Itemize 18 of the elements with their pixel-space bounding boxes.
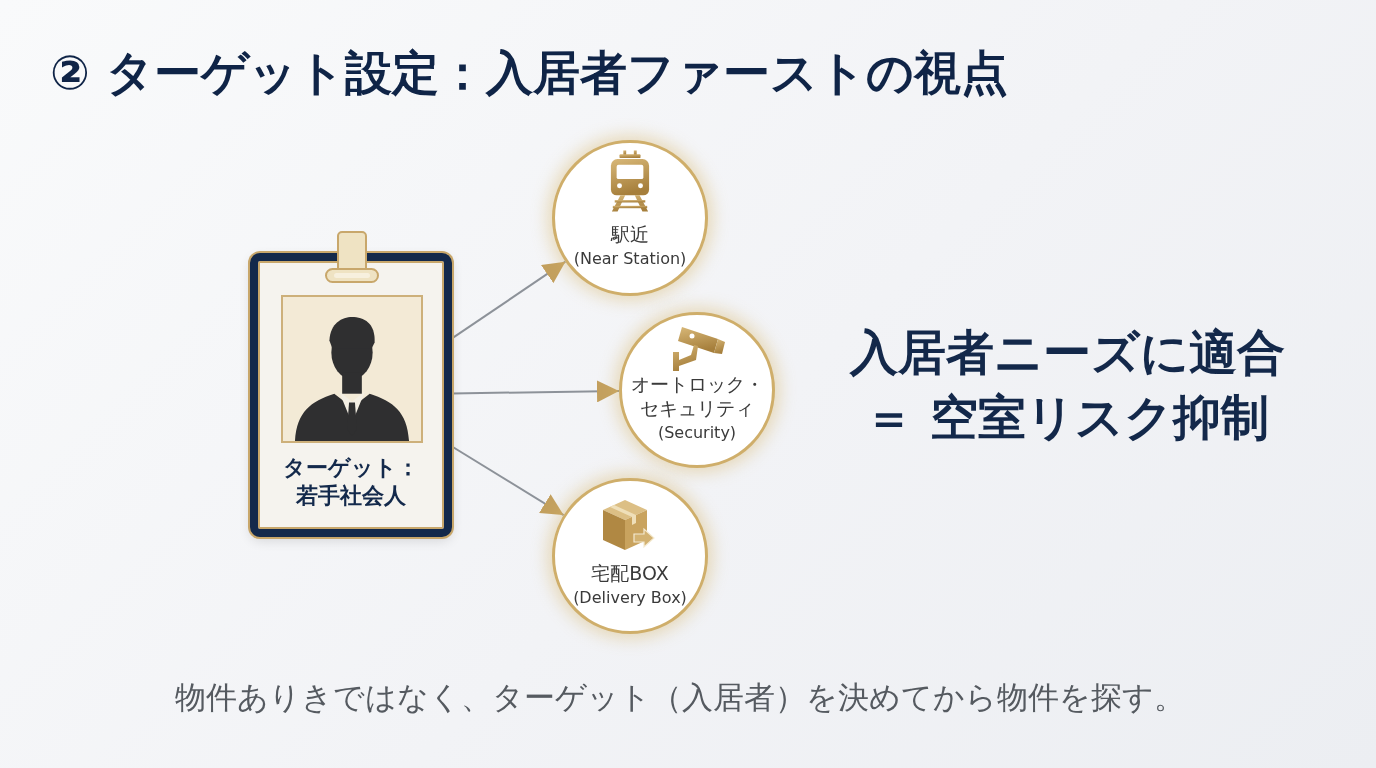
- arrow: [451, 380, 620, 403]
- feature-circle: [552, 478, 708, 634]
- arrow: [451, 260, 567, 340]
- feature-circle: [619, 312, 775, 468]
- feature-circle: [552, 140, 708, 296]
- arrow: [451, 445, 565, 517]
- feature-sublabel: (Near Station): [573, 248, 687, 269]
- feature-sublabel: (Delivery Box): [573, 587, 687, 608]
- badge-label: ターゲット：若手社会人: [282, 454, 420, 510]
- feature-label: 駅近: [609, 222, 650, 246]
- feature-label: 宅配BOX: [590, 561, 670, 585]
- highlight-text: ＝ 空室リスク抑制: [865, 388, 1269, 446]
- slide-title: ② ターゲット設定：入居者ファーストの視点: [50, 44, 1009, 102]
- feature-sublabel: (Security): [657, 422, 737, 443]
- highlight-text: 入居者ニーズに適合: [849, 323, 1285, 381]
- caption-text: 物件ありきではなく、ターゲット（入居者）を決めてから物件を探す。: [175, 678, 1185, 716]
- id-badge: [250, 253, 452, 537]
- feature-label: オートロック・セキュリティ: [629, 372, 765, 420]
